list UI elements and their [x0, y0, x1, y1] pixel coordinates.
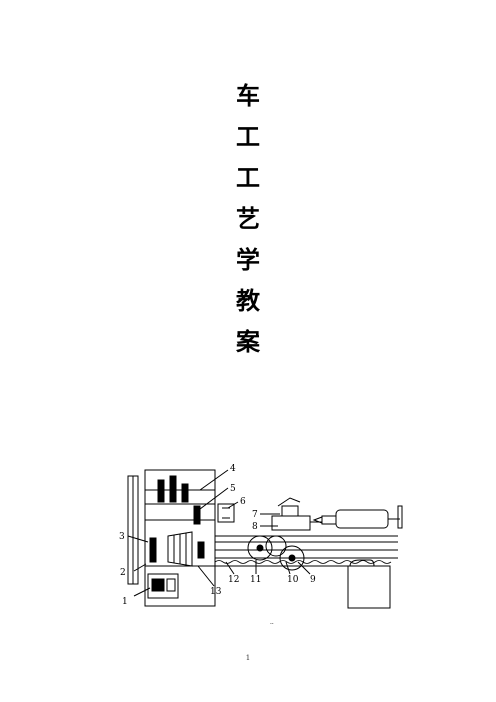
carriage	[271, 515, 311, 531]
part-label-3: 3	[119, 532, 125, 542]
part-label-4: 4	[230, 464, 236, 474]
tailstock	[335, 509, 389, 529]
title-char-6: 教	[236, 286, 260, 315]
page-number: 1	[245, 654, 251, 662]
title-char-4: 艺	[236, 204, 260, 233]
part-label-2: 2	[120, 568, 126, 578]
title-char-3: 工	[236, 163, 260, 192]
part-label-6: 6	[240, 497, 246, 507]
lathe-diagram: 1 2 3 4 5 6 7 8 9 10 11 12 13 ··	[110, 462, 416, 630]
part-label-1: 1	[122, 597, 128, 607]
part-label-8: 8	[252, 522, 258, 532]
part-label-9: 9	[310, 575, 316, 585]
part-label-10: 10	[287, 575, 299, 585]
cone-gears	[167, 531, 193, 567]
figure-caption-mark: ··	[270, 621, 274, 628]
title-char-7: 案	[236, 327, 260, 356]
title-char-5: 学	[236, 245, 260, 274]
part-label-7: 7	[252, 510, 258, 520]
bed-leg	[347, 565, 391, 609]
part-label-11: 11	[250, 575, 261, 585]
headstock-housing	[144, 469, 216, 607]
lathe-schematic: 1 2 3 4 5 6 7 8 9 10 11 12 13 ··	[119, 464, 403, 628]
part-label-13: 13	[210, 587, 222, 597]
part-label-5: 5	[230, 484, 236, 494]
chuck	[217, 503, 235, 523]
motor	[147, 573, 179, 599]
title-char-2: 工	[236, 122, 260, 151]
lead-screw	[214, 560, 392, 564]
apron-gear-a	[247, 535, 273, 561]
part-label-12: 12	[228, 575, 239, 585]
title-char-1: 车	[236, 81, 260, 110]
